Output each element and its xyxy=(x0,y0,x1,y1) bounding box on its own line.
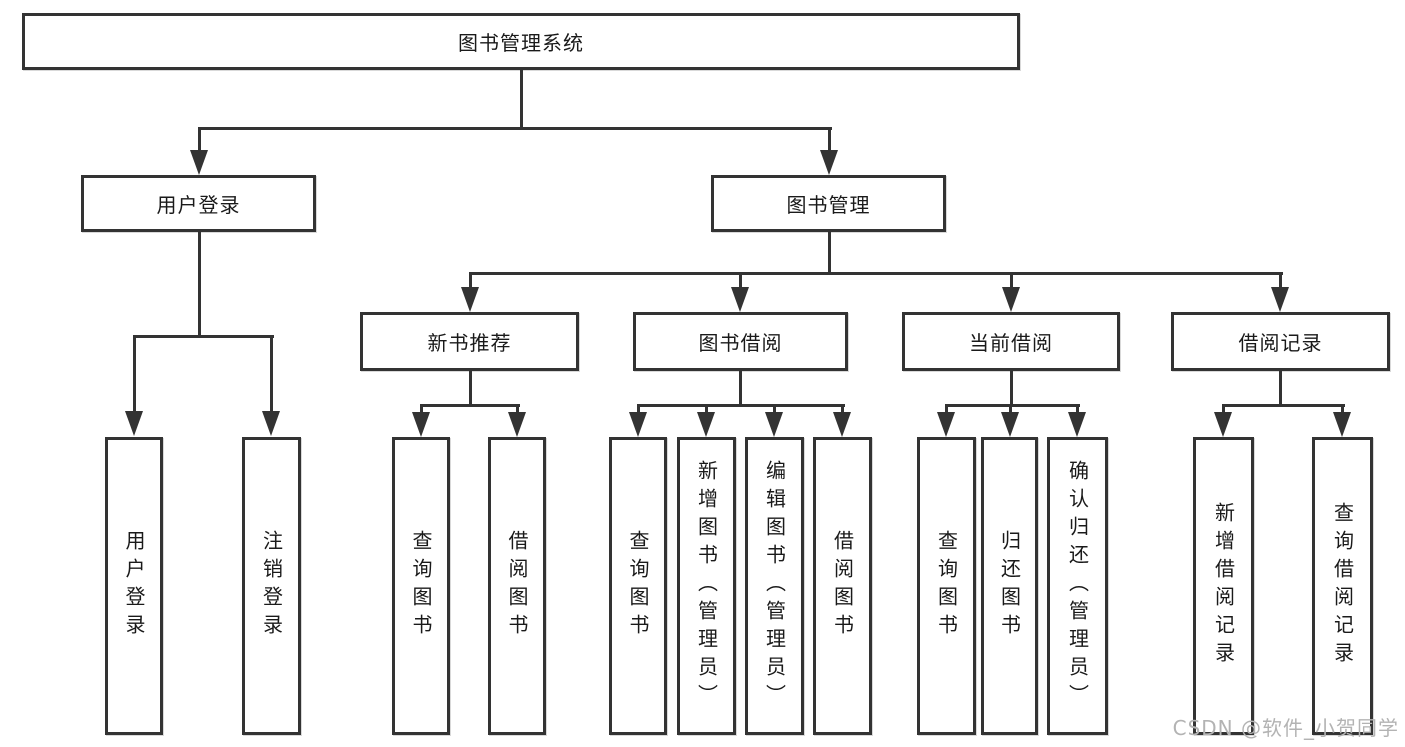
leaf-label: 查询图书 xyxy=(934,530,959,642)
connector-line xyxy=(827,127,831,152)
connector-line xyxy=(944,404,1080,407)
connector-arrow xyxy=(833,412,851,437)
leaf-label: 借阅图书 xyxy=(830,530,855,642)
connector-line xyxy=(840,404,844,414)
connector-line xyxy=(1008,404,1012,414)
node-label: 图书借阅 xyxy=(698,331,783,355)
connector-arrow xyxy=(461,287,479,312)
leaf-borrow-borrow-books: 借阅图书 xyxy=(813,437,872,735)
leaf-recommend-borrow-books: 借阅图书 xyxy=(488,437,546,735)
connector-arrow xyxy=(508,412,526,437)
connector-line xyxy=(1075,404,1079,414)
leaf-label: 注销登录 xyxy=(259,530,284,642)
connector-line xyxy=(1009,371,1013,407)
leaf-borrow-edit-books-admin: 编辑图书（管理员） xyxy=(745,437,804,735)
connector-arrow xyxy=(937,412,955,437)
connector-line xyxy=(519,70,523,128)
connector-line xyxy=(636,404,640,414)
connector-line xyxy=(1009,272,1013,288)
leaf-logout: 注销登录 xyxy=(242,437,301,735)
connector-arrow xyxy=(1271,287,1289,312)
connector-arrow xyxy=(765,412,783,437)
connector-line xyxy=(419,404,423,414)
watermark-text: CSDN @软件_小贺同学 xyxy=(1172,716,1399,740)
node-label: 用户登录 xyxy=(156,193,241,217)
leaf-label: 用户登录 xyxy=(122,530,146,642)
leaf-label: 归还图书 xyxy=(997,530,1022,642)
leaf-user-login: 用户登录 xyxy=(105,437,163,735)
node-label: 新书推荐 xyxy=(427,331,512,355)
connector-arrow xyxy=(190,150,208,175)
connector-line xyxy=(636,404,845,407)
connector-arrow xyxy=(1333,412,1351,437)
connector-line xyxy=(197,127,832,130)
connector-arrow xyxy=(1001,412,1019,437)
connector-line xyxy=(1221,404,1345,407)
node-borrow-records: 借阅记录 xyxy=(1171,312,1390,371)
connector-line xyxy=(132,335,136,411)
connector-line xyxy=(468,272,1283,275)
connector-arrow xyxy=(1214,412,1232,437)
connector-arrow xyxy=(1068,412,1086,437)
leaf-borrow-query-books: 查询图书 xyxy=(609,437,667,735)
connector-line xyxy=(1340,404,1344,414)
leaf-borrow-add-books-admin: 新增图书（管理员） xyxy=(677,437,736,735)
connector-arrow xyxy=(262,411,280,436)
connector-line xyxy=(738,371,742,407)
node-current-borrow: 当前借阅 xyxy=(902,312,1120,371)
connector-line xyxy=(944,404,948,414)
connector-line xyxy=(738,272,742,288)
node-label: 图书管理 xyxy=(786,193,871,217)
connector-arrow xyxy=(820,150,838,175)
leaf-label: 新增图书（管理员） xyxy=(694,460,719,712)
connector-line xyxy=(772,404,776,414)
connector-arrow xyxy=(629,412,647,437)
connector-line xyxy=(704,404,708,414)
node-label: 图书管理系统 xyxy=(458,31,584,55)
connector-line xyxy=(1278,272,1282,288)
node-book-management: 图书管理 xyxy=(711,175,946,232)
leaf-current-confirm-return-admin: 确认归还（管理员） xyxy=(1047,437,1108,735)
connector-arrow xyxy=(697,412,715,437)
leaf-label: 查询借阅记录 xyxy=(1330,502,1355,670)
connector-line xyxy=(1221,404,1225,414)
leaf-label: 查询图书 xyxy=(409,530,433,642)
leaf-current-query-books: 查询图书 xyxy=(917,437,976,735)
leaf-records-query-record: 查询借阅记录 xyxy=(1312,437,1373,735)
connector-line xyxy=(197,232,201,338)
connector-line xyxy=(1278,371,1282,407)
node-library-management-system: 图书管理系统 xyxy=(22,13,1020,70)
connector-arrow xyxy=(731,287,749,312)
node-new-book-recommend: 新书推荐 xyxy=(360,312,579,371)
connector-arrow xyxy=(125,411,143,436)
node-user-login: 用户登录 xyxy=(81,175,316,232)
connector-arrow xyxy=(1002,287,1020,312)
leaf-label: 新增借阅记录 xyxy=(1211,502,1236,670)
leaf-label: 编辑图书（管理员） xyxy=(762,460,787,712)
leaf-current-return-books: 归还图书 xyxy=(981,437,1038,735)
connector-line xyxy=(468,371,472,407)
leaf-records-add-record: 新增借阅记录 xyxy=(1193,437,1254,735)
leaf-recommend-query-books: 查询图书 xyxy=(392,437,450,735)
leaf-label: 借阅图书 xyxy=(505,530,529,642)
node-label: 借阅记录 xyxy=(1238,331,1323,355)
connector-line xyxy=(132,335,274,338)
leaf-label: 查询图书 xyxy=(626,530,650,642)
connector-line xyxy=(419,404,520,407)
node-book-borrow: 图书借阅 xyxy=(633,312,848,371)
node-label: 当前借阅 xyxy=(969,331,1053,355)
connector-line xyxy=(468,272,472,288)
connector-line xyxy=(197,127,201,152)
connector-arrow xyxy=(412,412,430,437)
connector-line xyxy=(515,404,519,414)
leaf-label: 确认归还（管理员） xyxy=(1065,460,1090,712)
connector-line xyxy=(827,232,831,275)
connector-line xyxy=(269,335,273,411)
